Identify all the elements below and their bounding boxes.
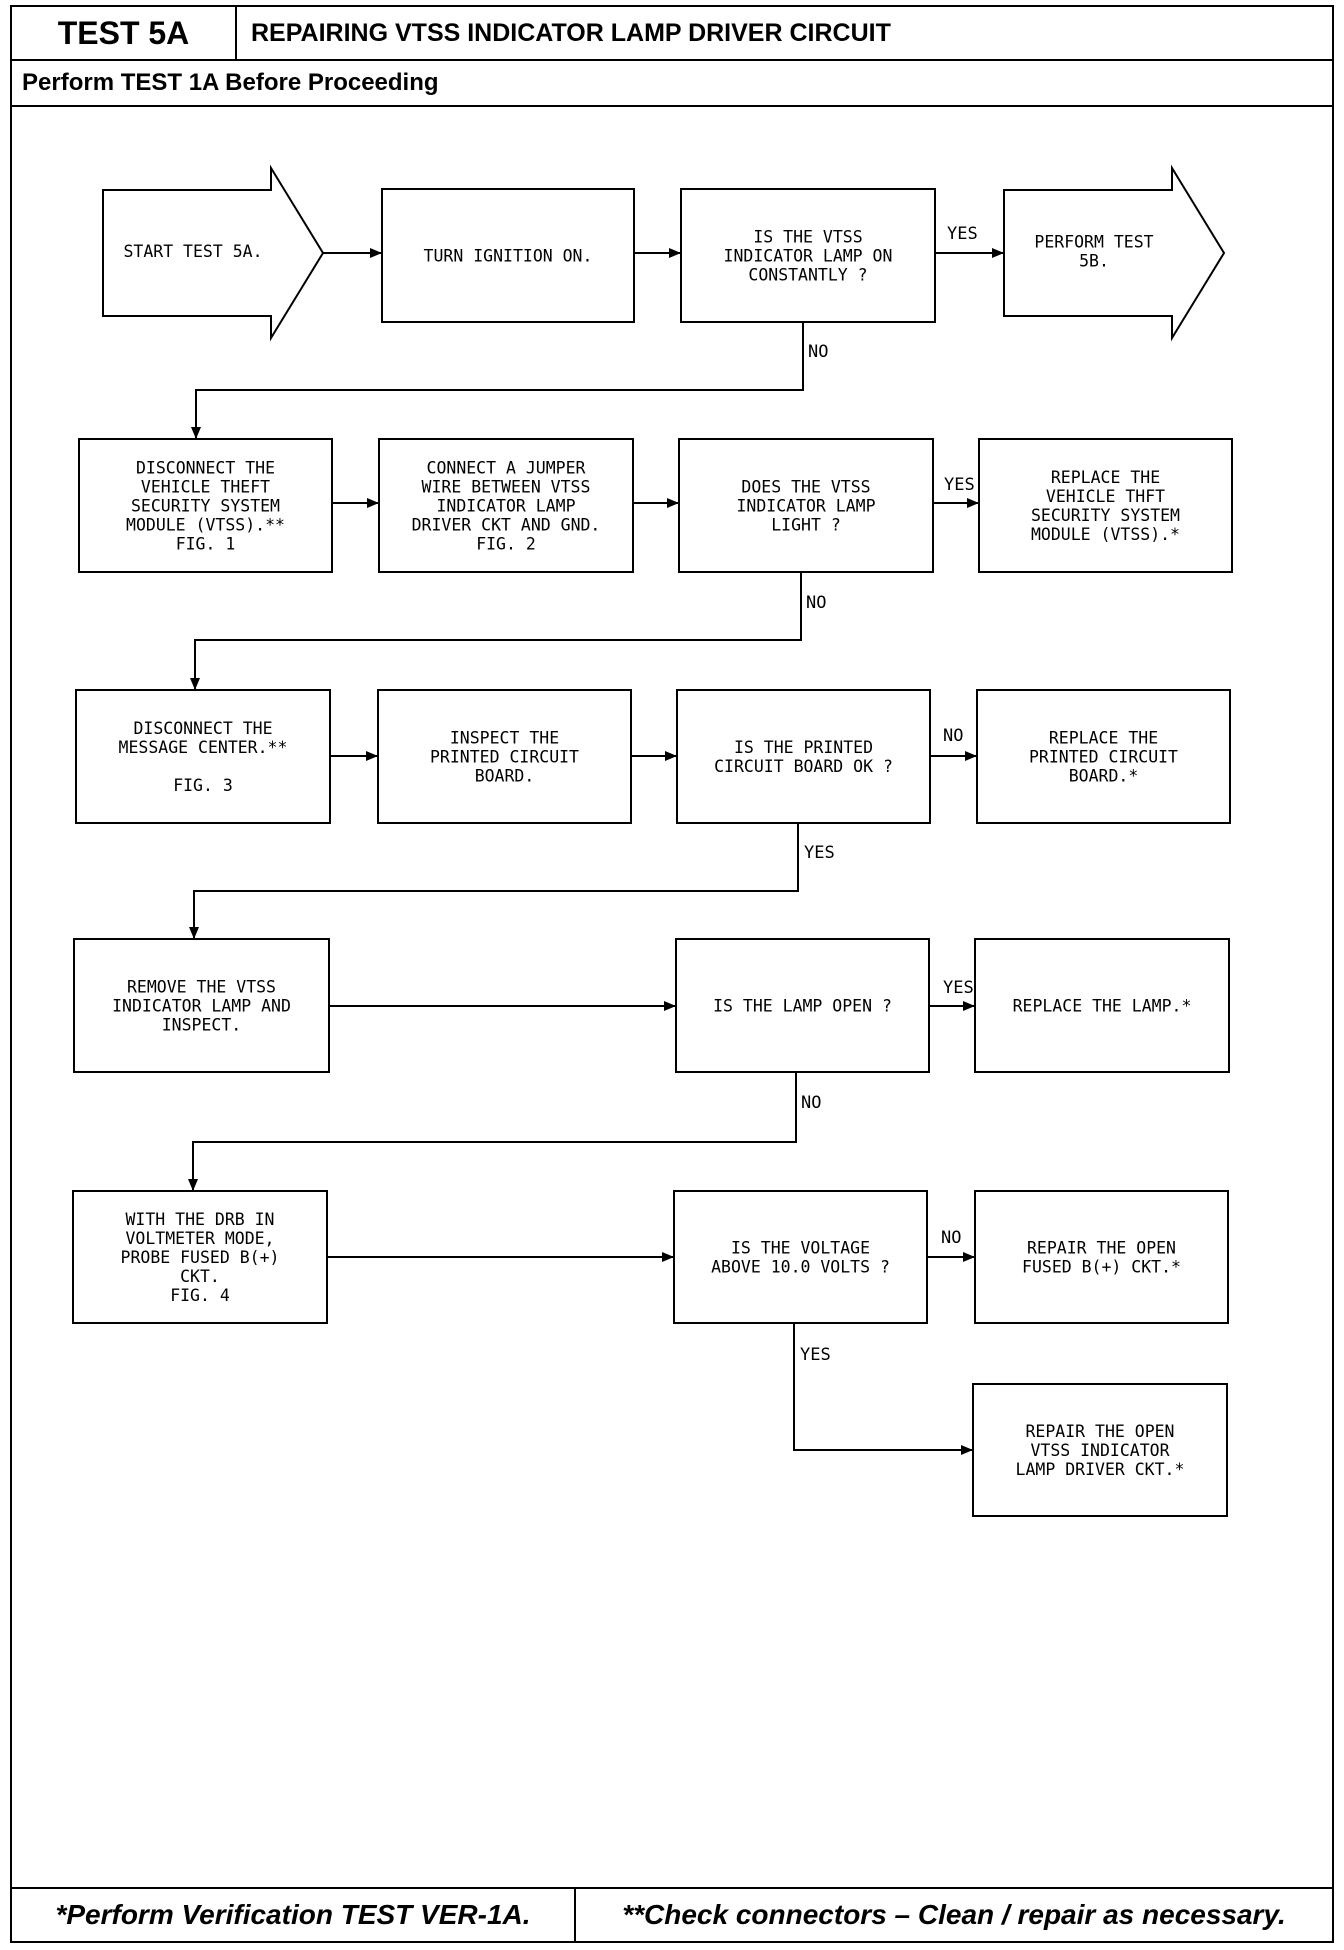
node-inspect-pcb-line-1: INSPECT THE (450, 729, 559, 748)
node-inspect-pcb (377, 689, 632, 824)
node-jumper-line-5: FIG. 2 (476, 535, 536, 554)
node-replace-pcb (976, 689, 1231, 824)
node-disconnect-vtss-line-5: FIG. 1 (176, 535, 236, 554)
node-replace-vtss-line-4: MODULE (VTSS).* (1031, 525, 1180, 544)
node-drb-probe-line-3: PROBE FUSED B(+) (121, 1248, 280, 1267)
connector-yes-repair-driver (793, 1323, 973, 1455)
node-jumper-line-3: INDICATOR LAMP (436, 497, 575, 516)
node-repair-driver-line-1: REPAIR THE OPEN (1025, 1422, 1174, 1441)
node-inspect-pcb-line-3: BOARD. (475, 767, 535, 786)
node-inspect-pcb-line-2: PRINTED CIRCUIT (430, 748, 579, 767)
node-repair-fused (974, 1190, 1229, 1324)
node-remove-lamp-line-2: INDICATOR LAMP AND (112, 997, 291, 1016)
test-title: REPAIRING VTSS INDICATOR LAMP DRIVER CIR… (237, 7, 1332, 61)
node-replace-vtss-line-1: REPLACE THE (1051, 468, 1160, 487)
node-replace-lamp (974, 938, 1230, 1073)
node-repair-fused-line-1: REPAIR THE OPEN (1027, 1239, 1176, 1258)
node-start (102, 164, 325, 342)
node-replace-lamp-line-1: REPLACE THE LAMP.* (1013, 997, 1192, 1016)
node-replace-vtss-line-3: SECURITY SYSTEM (1031, 506, 1180, 525)
node-q-light (678, 438, 934, 573)
node-replace-pcb-line-2: PRINTED CIRCUIT (1029, 748, 1178, 767)
node-q-pcb-line-1: IS THE PRINTED (734, 738, 873, 757)
label-no-row3: NO (943, 726, 963, 746)
node-q-light-line-2: INDICATOR LAMP (736, 497, 875, 516)
node-drb-probe-line-2: VOLTMETER MODE, (125, 1229, 274, 1248)
node-perform-5b-line-1: PERFORM TEST (1034, 233, 1153, 252)
label-yes-row3: YES (804, 843, 835, 863)
node-disconnect-msg (75, 689, 331, 824)
connector-no-row4 (188, 1072, 797, 1191)
node-disconnect-msg-line-4: FIG. 3 (173, 776, 233, 795)
node-disconnect-vtss-line-4: MODULE (VTSS).** (126, 516, 285, 535)
node-q-pcb-line-2: CIRCUIT BOARD OK ? (714, 757, 893, 776)
node-remove-lamp-line-3: INSPECT. (162, 1016, 241, 1035)
node-perform-5b-line-2: 5B. (1079, 252, 1109, 271)
connector-no-row2 (190, 572, 802, 690)
node-q-lamp (675, 938, 930, 1073)
node-remove-lamp-line-1: REMOVE THE VTSS (127, 978, 276, 997)
node-jumper-line-4: DRIVER CKT AND GND. (412, 516, 601, 535)
connector-note: **Check connectors – Clean / repair as n… (576, 1887, 1332, 1941)
node-repair-driver-line-3: LAMP DRIVER CKT.* (1016, 1460, 1185, 1479)
node-ignition-line-1: TURN IGNITION ON. (424, 247, 593, 266)
node-q-voltage-line-1: IS THE VOLTAGE (731, 1239, 870, 1258)
label-yes-row1: YES (947, 224, 978, 244)
node-q-constant (680, 188, 936, 323)
node-drb-probe-line-1: WITH THE DRB IN (125, 1210, 274, 1229)
label-yes-row2: YES (944, 475, 975, 495)
label-no-row4: NO (801, 1093, 821, 1113)
node-repair-driver (972, 1383, 1228, 1517)
node-q-pcb (676, 689, 931, 824)
node-q-voltage (673, 1190, 928, 1324)
page-frame: TEST 5A REPAIRING VTSS INDICATOR LAMP DR… (10, 5, 1334, 1943)
node-jumper (378, 438, 634, 573)
connector-no-row1 (191, 322, 804, 439)
node-q-constant-line-3: CONSTANTLY ? (748, 266, 867, 285)
verification-note: *Perform Verification TEST VER-1A. (12, 1887, 576, 1941)
node-drb-probe-line-5: FIG. 4 (170, 1286, 230, 1305)
node-perform-5b (1003, 164, 1226, 342)
node-replace-vtss-line-2: VEHICLE THFT (1046, 487, 1165, 506)
node-q-light-line-3: LIGHT ? (771, 516, 841, 535)
label-no-row1: NO (808, 342, 828, 362)
node-disconnect-vtss-line-2: VEHICLE THEFT (141, 478, 270, 497)
node-disconnect-msg-line-2: MESSAGE CENTER.** (119, 738, 288, 757)
test-id: TEST 5A (12, 7, 237, 61)
node-disconnect-vtss-line-3: SECURITY SYSTEM (131, 497, 280, 516)
node-jumper-line-2: WIRE BETWEEN VTSS (422, 478, 591, 497)
node-start-line-1: START TEST 5A. (123, 242, 262, 261)
connector-yes-row3 (189, 823, 799, 939)
node-q-constant-line-1: IS THE VTSS (753, 228, 862, 247)
node-q-constant-line-2: INDICATOR LAMP ON (724, 247, 893, 266)
node-jumper-line-1: CONNECT A JUMPER (427, 459, 586, 478)
node-replace-vtss (978, 438, 1233, 573)
node-q-lamp-line-1: IS THE LAMP OPEN ? (713, 997, 892, 1016)
node-ignition (381, 188, 635, 323)
prerequisite-note: Perform TEST 1A Before Proceeding (12, 61, 1332, 107)
node-drb-probe-line-4: CKT. (180, 1267, 220, 1286)
node-drb-probe (72, 1190, 328, 1324)
label-no-row5: NO (941, 1228, 961, 1248)
node-replace-pcb-line-1: REPLACE THE (1049, 729, 1158, 748)
label-yes-row5: YES (800, 1345, 831, 1365)
node-disconnect-msg-line-1: DISCONNECT THE (133, 719, 272, 738)
node-disconnect-vtss-line-1: DISCONNECT THE (136, 459, 275, 478)
node-q-voltage-line-2: ABOVE 10.0 VOLTS ? (711, 1258, 890, 1277)
label-no-row2: NO (806, 593, 826, 613)
node-replace-pcb-line-3: BOARD.* (1069, 767, 1139, 786)
node-repair-driver-line-2: VTSS INDICATOR (1030, 1441, 1169, 1460)
node-repair-fused-line-2: FUSED B(+) CKT.* (1022, 1258, 1181, 1277)
label-yes-row4: YES (943, 978, 974, 998)
node-disconnect-vtss (78, 438, 333, 573)
node-q-light-line-1: DOES THE VTSS (741, 478, 870, 497)
